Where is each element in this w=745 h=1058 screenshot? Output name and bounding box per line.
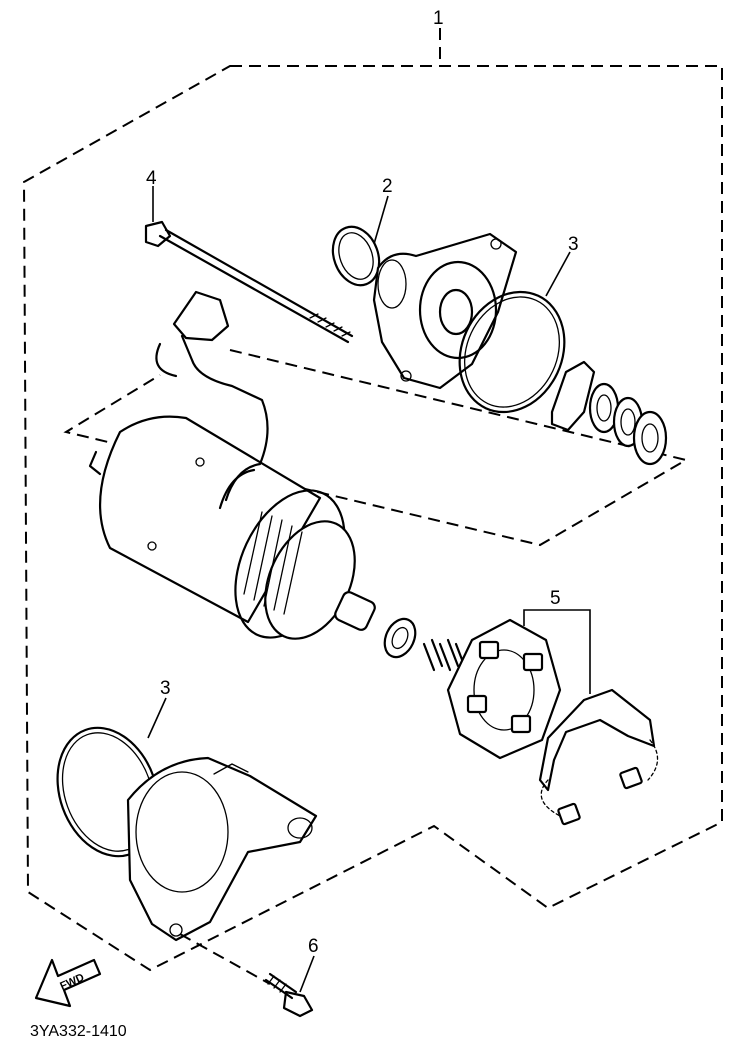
callout-2-leader [373, 195, 389, 245]
assembly-boundary [22, 65, 723, 972]
starter-motor-yoke [88, 290, 376, 640]
callout-6: 6 [308, 936, 319, 957]
thrust-washer [383, 617, 417, 659]
callout-3-lower-leader [147, 697, 167, 739]
washer-stack [550, 360, 668, 466]
brush-holder [446, 618, 562, 760]
callout-3-upper: 3 [568, 234, 579, 255]
callout-2: 2 [382, 176, 393, 197]
o-ring-small [331, 225, 381, 287]
through-bolt [144, 220, 354, 344]
bolt-axis-lower [179, 933, 271, 985]
callout-4: 4 [146, 168, 157, 189]
brush-set [538, 688, 659, 826]
callout-5: 5 [550, 588, 561, 609]
callout-6-leader [299, 955, 315, 993]
fwd-arrow: FWD [34, 958, 102, 1008]
callout-3-lower: 3 [160, 678, 171, 699]
inner-guide [63, 349, 689, 547]
o-ring-large-upper [458, 290, 566, 414]
front-cover [372, 232, 518, 390]
callout-1: 1 [433, 8, 444, 29]
rear-cover [126, 756, 318, 942]
part-code: 3YA332-1410 [30, 1023, 127, 1040]
spring [422, 638, 468, 672]
mounting-bolt [264, 972, 314, 1018]
callout-5-leader [523, 609, 591, 694]
callout-3-upper-leader [545, 251, 571, 297]
